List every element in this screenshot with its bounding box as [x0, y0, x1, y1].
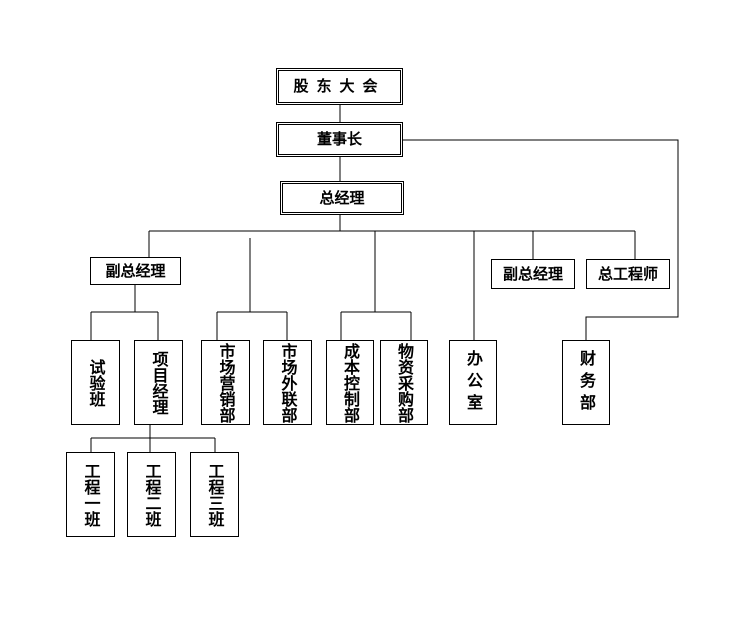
- shareholders-meeting-box: 股东大会: [276, 68, 403, 105]
- office-label: 办公室: [464, 349, 483, 416]
- external-relations-dept-label: 市场外联部: [278, 342, 298, 423]
- external-relations-dept-box: 市场外联部: [263, 340, 312, 425]
- marketing-dept-box: 市场营销部: [201, 340, 250, 425]
- general-manager-label: 总经理: [319, 188, 365, 207]
- engineering-team-3-label: 工程三班: [205, 462, 225, 527]
- finance-dept-label: 财务部: [577, 349, 596, 416]
- shareholders-meeting-label: 股东大会: [293, 77, 386, 95]
- chairman-label: 董事长: [316, 130, 362, 148]
- project-manager-box: 项目经理: [134, 340, 183, 425]
- deputy-gm-left-box: 副总经理: [90, 257, 181, 285]
- engineering-team-1-box: 工程一班: [66, 452, 115, 537]
- chief-engineer-box: 总工程师: [586, 259, 670, 289]
- project-manager-label: 项目经理: [149, 350, 169, 415]
- engineering-team-3-box: 工程三班: [190, 452, 239, 537]
- chief-engineer-label: 总工程师: [597, 264, 658, 283]
- deputy-gm-left-label: 副总经理: [105, 261, 166, 280]
- office-box: 办公室: [449, 340, 497, 425]
- deputy-gm-right-label: 副总经理: [502, 264, 563, 283]
- engineering-team-2-box: 工程二班: [127, 452, 176, 537]
- chairman-box: 董事长: [276, 122, 403, 157]
- marketing-dept-label: 市场营销部: [216, 342, 236, 423]
- procurement-dept-label: 物资采购部: [395, 342, 414, 423]
- general-manager-box: 总经理: [280, 181, 404, 215]
- cost-control-dept-label: 成本控制部: [341, 342, 360, 423]
- cost-control-dept-box: 成本控制部: [326, 340, 374, 425]
- finance-dept-box: 财务部: [562, 340, 610, 425]
- engineering-team-1-label: 工程一班: [81, 462, 101, 527]
- deputy-gm-right-box: 副总经理: [491, 259, 575, 289]
- procurement-dept-box: 物资采购部: [380, 340, 428, 425]
- engineering-team-2-label: 工程二班: [142, 462, 162, 527]
- test-team-box: 试验班: [71, 340, 120, 425]
- test-team-label: 试验班: [86, 358, 106, 407]
